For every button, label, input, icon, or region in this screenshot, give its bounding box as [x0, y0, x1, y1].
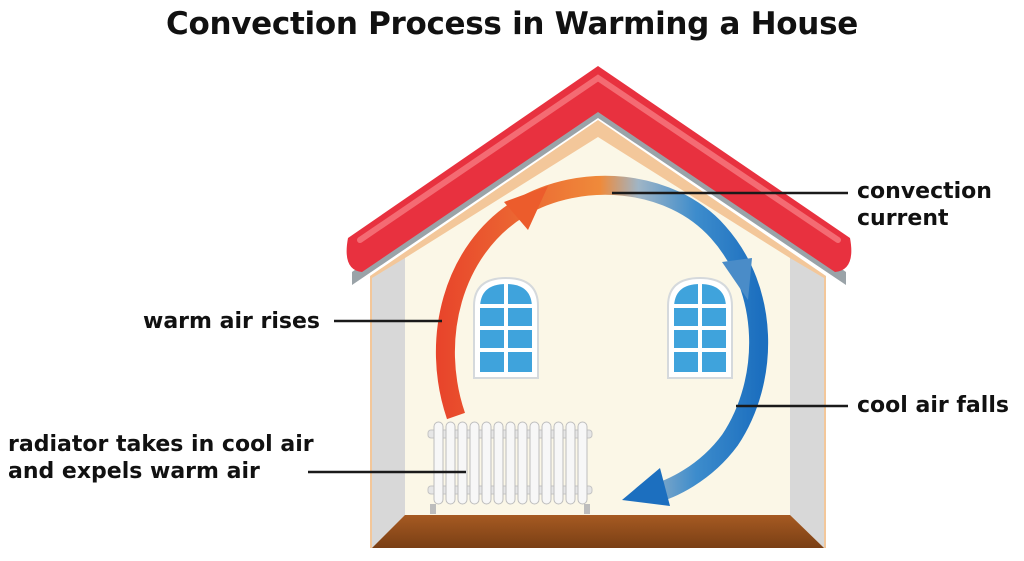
radiator-fin — [505, 421, 516, 505]
radiator-fin — [529, 421, 540, 505]
leader-lines — [308, 191, 848, 474]
convection-arc — [435, 175, 769, 504]
arrowhead-cool-right — [722, 258, 752, 300]
radiator-fin — [493, 421, 504, 505]
radiator-fin — [577, 421, 588, 505]
diagram-title: Convection Process in Warming a House — [166, 6, 858, 42]
radiator-fin — [565, 421, 576, 505]
label-radiator: radiator takes in cool air and expels wa… — [8, 431, 314, 485]
roof-main — [346, 66, 852, 272]
label-warm-air-rises: warm air rises — [143, 309, 320, 334]
radiator — [427, 421, 593, 514]
label-convection-current: convection current — [857, 178, 992, 232]
side-wall-shade — [372, 258, 405, 548]
convection-arrow — [435, 175, 769, 506]
radiator-fin — [481, 421, 492, 505]
window-left — [473, 276, 539, 379]
window-right — [667, 276, 733, 379]
radiator-fin — [553, 421, 564, 505]
floor — [372, 515, 824, 548]
side-wall-shade-right — [790, 258, 824, 548]
label-radiator-line2: and expels warm air — [8, 459, 260, 484]
radiator-fin — [517, 421, 528, 505]
arrowhead-cool-bottom — [622, 468, 670, 506]
label-convection-line1: convection — [857, 179, 992, 204]
roof-highlight — [357, 74, 841, 243]
radiator-fin — [541, 421, 552, 505]
roof — [346, 66, 852, 285]
label-cool-air-falls: cool air falls — [857, 393, 1009, 418]
label-convection-line2: current — [857, 206, 949, 231]
radiator-fin — [469, 421, 480, 505]
arrowhead-warm-top — [504, 186, 548, 230]
radiator-fin — [445, 421, 456, 505]
radiator-fin — [457, 421, 468, 505]
radiator-fin — [433, 421, 444, 505]
label-radiator-line1: radiator takes in cool air — [8, 432, 314, 457]
